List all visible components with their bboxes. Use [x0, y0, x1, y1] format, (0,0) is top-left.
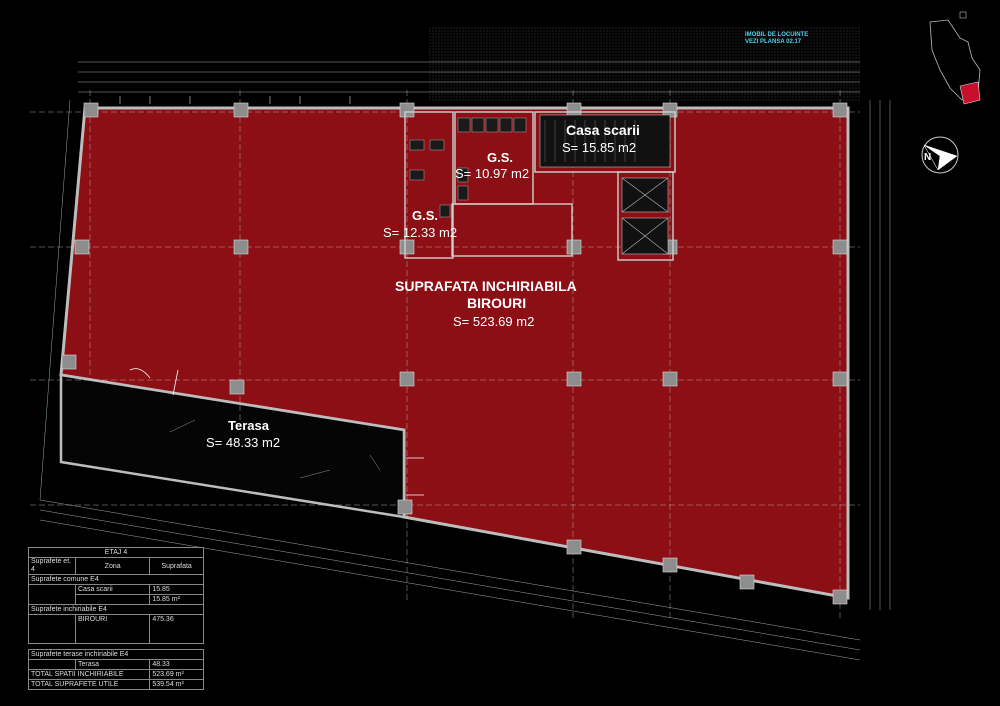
site-note-line1: IMOBIL DE LOCUINTE	[745, 32, 808, 38]
gs2-name: G.S.	[412, 208, 438, 223]
site-key-plan	[929, 11, 981, 105]
terasa-name: Terasa	[228, 418, 270, 433]
legend-total-utile-value: 539.54 m²	[149, 679, 204, 690]
gs1-name: G.S.	[487, 150, 513, 165]
legend-total-utile: TOTAL SUPRAFETE UTILE	[27, 679, 151, 690]
legend-row-terasa-value: 48.33	[149, 659, 204, 670]
legend-row-birouri-value: 475.36	[149, 614, 204, 644]
legend-row-casa-scarii-total: 15.85 m²	[149, 594, 204, 605]
legend-row-terasa: Terasa	[74, 659, 151, 670]
legend-title: ETAJ 4	[28, 547, 204, 558]
dimension-lines-left	[39, 99, 71, 501]
grid-axes	[30, 90, 860, 620]
dimension-lines-bottom	[39, 499, 861, 661]
legend-col-zona: Zona	[74, 557, 151, 575]
birouri-name-line1: SUPRAFATA INCHIRIABILA	[395, 278, 577, 294]
dimension-lines-top	[78, 61, 860, 93]
structural-columns	[61, 102, 848, 605]
birouri-name-line2: BIROURI	[467, 295, 526, 311]
north-arrow-icon	[921, 136, 959, 174]
dimension-lines-right	[869, 100, 891, 610]
north-label: N	[924, 152, 931, 163]
terrace-doors	[129, 368, 424, 496]
area-legend-table: ETAJ 4 Suprafete et. 4 Zona Suprafata Su…	[27, 547, 204, 690]
legend-col-suprafata: Suprafata	[149, 557, 204, 575]
gs1-area: S= 10.97 m2	[455, 166, 529, 181]
casa-scarii-area: S= 15.85 m2	[562, 140, 636, 155]
gs2-area: S= 12.33 m2	[383, 225, 457, 240]
service-core	[404, 111, 676, 261]
legend-group-comune: Suprafete comune E4	[28, 574, 204, 585]
stair-steps	[544, 120, 636, 162]
legend-group-terase: Suprafete terase inchiriabile E4	[28, 649, 204, 660]
casa-scarii-name: Casa scarii	[566, 122, 640, 138]
birouri-area: S= 523.69 m2	[453, 314, 534, 329]
legend-row-casa-scarii: Casa scarii	[74, 584, 151, 595]
neighbour-hatch	[428, 26, 860, 102]
window-marks	[119, 96, 351, 104]
terrace-annotations	[169, 419, 381, 479]
legend-total-inchiriabile-value: 523.69 m²	[149, 669, 204, 680]
site-note-line2: VEZI PLANSA 02.17	[745, 39, 802, 45]
terasa-area: S= 48.33 m2	[206, 435, 280, 450]
toilet-stalls	[409, 117, 527, 218]
terasa-floor	[59, 373, 406, 519]
legend-row-birouri: BIROURI	[74, 614, 151, 644]
legend-row-casa-scarii-value: 15.85	[149, 584, 204, 595]
legend-group-inchiriabile: Suprafete inchiriabile E4	[28, 604, 204, 615]
legend-total-inchiriabile: TOTAL SPATII INCHIRIABILE	[27, 669, 151, 680]
legend-col-a: Suprafete et. 4	[28, 557, 76, 575]
